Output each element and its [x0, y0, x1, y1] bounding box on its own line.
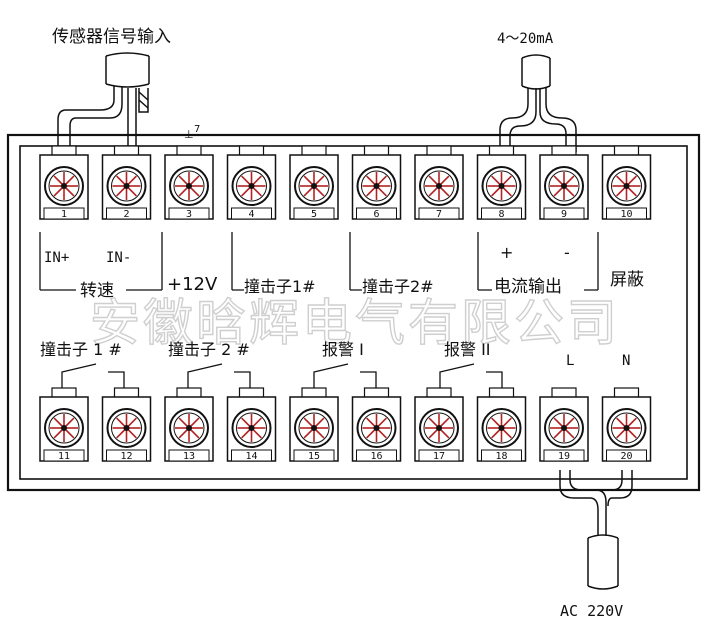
- terminal-number: 5: [311, 209, 317, 220]
- terminal-16[interactable]: 16: [351, 387, 402, 462]
- terminal-number: 12: [120, 451, 132, 462]
- top-terminal-row: 1 2 3 4 5 6 7 8 9 10: [39, 145, 652, 220]
- terminal-3[interactable]: 3: [164, 145, 214, 220]
- terminal-15[interactable]: 15: [289, 387, 339, 462]
- terminal-9[interactable]: 9: [539, 145, 589, 220]
- label-shield: 屏蔽: [610, 270, 644, 290]
- label-plus: +: [500, 243, 513, 262]
- screw-head-icon: [237, 172, 266, 200]
- group-brackets: [39, 232, 599, 291]
- terminal-number: 9: [561, 209, 567, 220]
- screw-head-icon: [550, 414, 578, 442]
- terminal-number: 8: [498, 209, 504, 220]
- terminal-2[interactable]: 2: [101, 145, 152, 220]
- terminal-number: 17: [433, 451, 445, 462]
- screw-head-icon: [112, 414, 141, 442]
- screw-head-icon: [487, 172, 516, 200]
- ground-number: 7: [194, 124, 200, 135]
- terminal-number: 4: [248, 209, 254, 220]
- screw-head-icon: [425, 414, 453, 442]
- terminal-6[interactable]: 6: [351, 145, 402, 220]
- relay-contact-brackets: [61, 363, 503, 388]
- terminal-13[interactable]: 13: [164, 387, 214, 462]
- terminal-1[interactable]: 1: [39, 145, 89, 220]
- terminal-20[interactable]: 20: [601, 387, 652, 462]
- terminal-number: 13: [183, 451, 195, 462]
- label-alarm2: 报警 II: [444, 340, 491, 359]
- screw-head-icon: [362, 172, 391, 200]
- current-output-cable: [499, 54, 577, 152]
- terminal-number: 19: [558, 451, 570, 462]
- ground-mark: ⊥: [184, 128, 194, 141]
- screw-head-icon: [300, 414, 328, 442]
- label-neutral: N: [622, 353, 630, 369]
- terminal-number: 2: [123, 209, 129, 220]
- label-speed: 转速: [80, 281, 114, 301]
- sensor-cable: [57, 52, 150, 150]
- terminal-14[interactable]: 14: [226, 387, 277, 462]
- terminal-number: 20: [620, 451, 632, 462]
- label-striker1: 撞击子1#: [244, 277, 316, 296]
- terminal-19[interactable]: 19: [539, 387, 589, 462]
- terminal-17[interactable]: 17: [414, 387, 464, 462]
- terminal-number: 6: [373, 209, 379, 220]
- label-12v: +12V: [167, 274, 218, 295]
- label-striker1-relay: 撞击子 1 #: [40, 340, 122, 359]
- bottom-terminal-row: 11 12 13 14 15 16 17 18 19 20: [39, 387, 652, 462]
- terminal-number: 15: [308, 451, 320, 462]
- ac-power-label: AC 220V: [560, 602, 623, 620]
- label-striker2: 撞击子2#: [362, 277, 434, 296]
- terminal-4[interactable]: 4: [226, 145, 277, 220]
- terminal-number: 11: [58, 451, 70, 462]
- housing-outer: [6, 133, 701, 492]
- screw-head-icon: [425, 172, 453, 200]
- label-in-plus: IN+: [44, 250, 69, 266]
- ac-power-cable: [559, 470, 633, 590]
- screw-head-icon: [175, 172, 203, 200]
- screw-head-icon: [487, 414, 516, 442]
- screw-head-icon: [112, 172, 141, 200]
- terminal-12[interactable]: 12: [101, 387, 152, 462]
- screw-head-icon: [362, 414, 391, 442]
- screw-head-icon: [300, 172, 328, 200]
- terminal-number: 3: [186, 209, 192, 220]
- terminal-number: 16: [370, 451, 382, 462]
- label-striker2-relay: 撞击子 2 #: [168, 340, 250, 359]
- terminal-number: 14: [245, 451, 257, 462]
- label-line: L: [566, 353, 574, 369]
- label-current-output: 电流输出: [494, 277, 562, 297]
- terminal-7[interactable]: 7: [414, 145, 464, 220]
- terminal-number: 1: [61, 209, 67, 220]
- terminal-10[interactable]: 10: [601, 145, 652, 220]
- sensor-input-label: 传感器信号输入: [52, 27, 171, 47]
- screw-head-icon: [50, 172, 78, 200]
- terminal-number: 18: [495, 451, 507, 462]
- terminal-5[interactable]: 5: [289, 145, 339, 220]
- screw-head-icon: [175, 414, 203, 442]
- housing-inner: [19, 145, 688, 480]
- terminal-18[interactable]: 18: [476, 387, 527, 462]
- label-minus: -: [564, 243, 570, 262]
- watermark: 安徽晗辉电气有限公司: [90, 294, 620, 352]
- screw-head-icon: [612, 414, 641, 442]
- current-range-label: 4～20mA: [497, 31, 554, 47]
- screw-head-icon: [550, 172, 578, 200]
- screw-head-icon: [612, 172, 641, 200]
- label-in-minus: IN-: [106, 250, 131, 266]
- screw-head-icon: [50, 414, 78, 442]
- terminal-number: 7: [436, 209, 442, 220]
- terminal-number: 10: [620, 209, 632, 220]
- screw-head-icon: [237, 414, 266, 442]
- label-alarm1: 报警 I: [322, 340, 364, 359]
- terminal-8[interactable]: 8: [476, 145, 527, 220]
- terminal-11[interactable]: 11: [39, 387, 89, 462]
